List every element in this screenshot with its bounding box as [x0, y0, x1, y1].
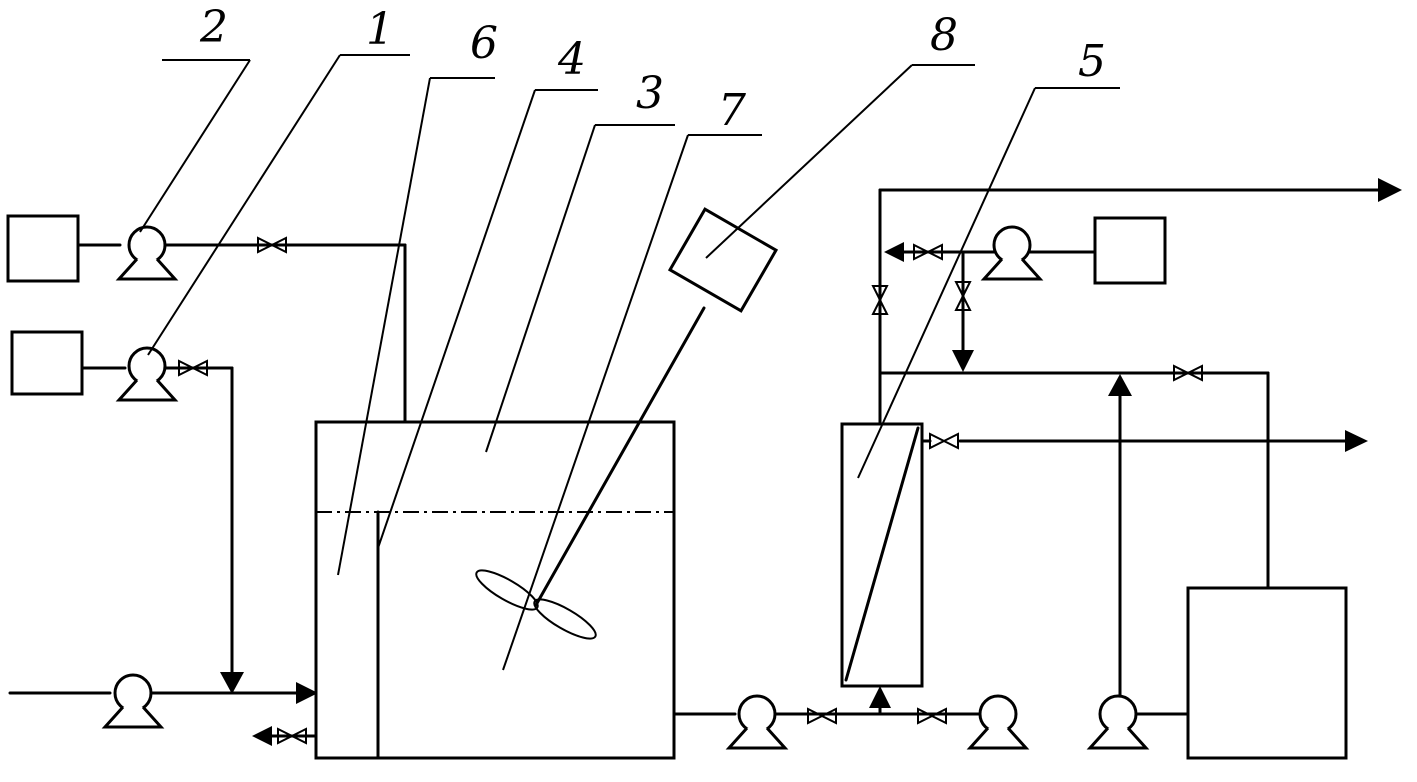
arrow-right-icon: [296, 682, 318, 704]
label-2: 2: [199, 2, 228, 53]
agitator-blade: [475, 569, 539, 611]
arrow-up-icon: [869, 686, 891, 708]
arrow-right-icon: [1378, 178, 1402, 202]
valve-icon: [807, 708, 837, 724]
reagent-tank-bottom: [10, 330, 84, 396]
label-3: 3: [636, 68, 664, 119]
valve-icon: [917, 708, 947, 724]
arrow-right-icon: [1345, 430, 1368, 452]
cleaning-tank: [1186, 586, 1348, 760]
arrow-down-icon: [220, 672, 244, 694]
label-5: 5: [1078, 36, 1106, 87]
influent-pump: [103, 673, 163, 729]
flush-pump: [968, 694, 1028, 750]
dosing-pump-1: [117, 346, 177, 402]
leader-lines: [139, 54, 1120, 671]
dosing-pump-2: [117, 225, 177, 281]
arrow-down-icon: [952, 350, 974, 372]
label-7: 7: [718, 85, 746, 136]
arrow-left-icon: [252, 726, 272, 746]
valve-icon: [929, 433, 959, 449]
label-4: 4: [557, 34, 586, 85]
arrow-left-icon: [884, 242, 904, 262]
label-8: 8: [930, 10, 958, 61]
arrow-up-icon: [1108, 374, 1132, 396]
recirculation-pump: [1088, 694, 1148, 750]
label-1: 1: [366, 4, 394, 55]
motor-box: [667, 207, 779, 313]
agitator-blade: [533, 598, 597, 640]
backwash-tank: [1093, 216, 1167, 285]
feed-pump: [727, 694, 787, 750]
label-6: 6: [470, 18, 498, 69]
reagent-tank-top: [6, 214, 80, 283]
reactor-tank: [314, 420, 676, 760]
